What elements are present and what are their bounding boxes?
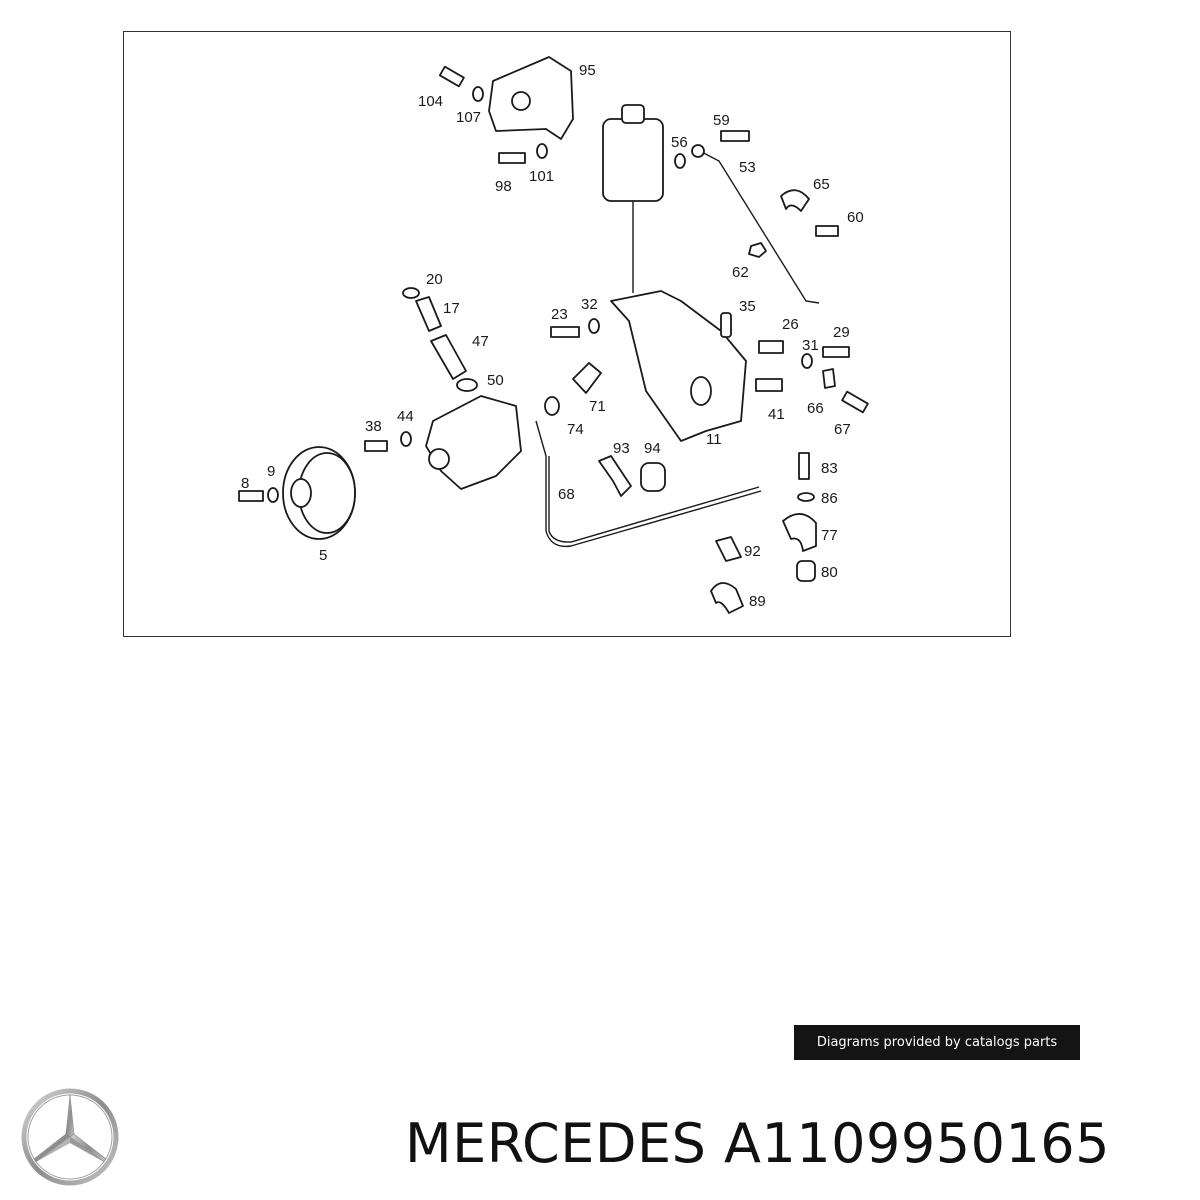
label-89: 89 <box>749 593 766 610</box>
washer-86 <box>797 492 815 502</box>
label-94: 94 <box>644 440 661 457</box>
bolt-38 <box>364 440 388 452</box>
label-83: 83 <box>821 460 838 477</box>
washer-31 <box>801 353 813 369</box>
washer-56 <box>674 153 686 169</box>
label-80: 80 <box>821 564 838 581</box>
bolt-98 <box>498 152 526 164</box>
label-77: 77 <box>821 527 838 544</box>
label-92: 92 <box>744 543 761 560</box>
washer-44 <box>400 431 412 447</box>
label-47: 47 <box>472 333 489 350</box>
bolt-59 <box>720 130 750 142</box>
washer-74 <box>544 396 560 416</box>
reservoir-canister <box>602 118 664 202</box>
parts-diagram: 104 107 95 98 101 56 59 53 65 60 62 20 1… <box>123 31 1011 637</box>
fitting-41 <box>755 378 783 392</box>
bolt-60 <box>815 225 839 237</box>
label-5: 5 <box>319 547 327 564</box>
grommet-94 <box>640 462 666 492</box>
line-68 <box>535 420 762 548</box>
bolt-8 <box>238 490 264 502</box>
clip-92 <box>715 536 742 562</box>
bolt-23 <box>550 326 580 338</box>
label-67: 67 <box>834 421 851 438</box>
label-23: 23 <box>551 306 568 323</box>
fitting-17 <box>415 296 442 332</box>
label-98: 98 <box>495 178 512 195</box>
hose-47 <box>430 334 467 380</box>
label-95: 95 <box>579 62 596 79</box>
power-steering-pump <box>425 395 522 490</box>
clip-66 <box>822 368 836 389</box>
bolt-29 <box>822 346 850 358</box>
pump-shaft <box>428 448 450 470</box>
label-60: 60 <box>847 209 864 226</box>
reservoir-cap <box>621 104 645 124</box>
washer-101 <box>536 143 548 159</box>
label-59: 59 <box>713 112 730 129</box>
oring-20 <box>402 287 420 299</box>
line-53 <box>695 148 820 304</box>
clamp-77 <box>782 513 817 552</box>
pulley-5-hub <box>290 478 312 508</box>
label-93: 93 <box>613 440 630 457</box>
bolt-104 <box>438 65 465 88</box>
label-53: 53 <box>739 159 756 176</box>
callout-labels: 104 107 95 98 101 56 59 53 65 60 62 20 1… <box>241 62 864 610</box>
part-number: A1109950165 <box>724 1112 1111 1175</box>
bracket-11 <box>610 290 747 442</box>
label-44: 44 <box>397 408 414 425</box>
label-41: 41 <box>768 406 785 423</box>
label-101: 101 <box>529 168 554 185</box>
bracket-95 <box>488 56 574 140</box>
washer-9 <box>267 487 279 503</box>
washer-32 <box>588 318 600 334</box>
washer-107 <box>472 86 484 102</box>
label-66: 66 <box>807 400 824 417</box>
tab-35 <box>720 312 732 338</box>
clamp-50 <box>456 378 478 392</box>
label-38: 38 <box>365 418 382 435</box>
label-11: 11 <box>706 431 722 448</box>
clip-93 <box>598 455 632 497</box>
label-50: 50 <box>487 372 504 389</box>
clamp-89 <box>710 582 744 614</box>
spacer-80 <box>796 560 816 582</box>
label-17: 17 <box>443 300 460 317</box>
bolt-67 <box>841 390 869 414</box>
label-8: 8 <box>241 475 249 492</box>
part-title: MERCEDES A1109950165 <box>405 1112 1195 1175</box>
exploded-view: 104 107 95 98 101 56 59 53 65 60 62 20 1… <box>238 56 869 614</box>
label-9: 9 <box>267 463 275 480</box>
banjo-fitting <box>691 144 705 158</box>
clamp-65 <box>780 189 810 212</box>
brand-name: MERCEDES <box>405 1112 707 1175</box>
label-68: 68 <box>558 486 575 503</box>
label-56: 56 <box>671 134 688 151</box>
label-86: 86 <box>821 490 838 507</box>
label-29: 29 <box>833 324 850 341</box>
label-62: 62 <box>732 264 749 281</box>
label-104: 104 <box>418 93 443 110</box>
banjo-71 <box>572 362 602 394</box>
label-26: 26 <box>782 316 799 333</box>
bolt-83 <box>798 452 810 480</box>
label-32: 32 <box>581 296 598 313</box>
label-71: 71 <box>589 398 606 415</box>
credit-banner: Diagrams provided by catalogs parts <box>794 1025 1080 1060</box>
label-35: 35 <box>739 298 756 315</box>
nut-62 <box>748 242 767 258</box>
mercedes-star-icon <box>21 1088 119 1186</box>
label-65: 65 <box>813 176 830 193</box>
bracket-11-hole <box>690 376 712 406</box>
label-107: 107 <box>456 109 481 126</box>
fitting-26 <box>758 340 784 354</box>
label-74: 74 <box>567 421 584 438</box>
label-20: 20 <box>426 271 443 288</box>
label-31: 31 <box>802 337 819 354</box>
bracket-hole <box>511 91 531 111</box>
